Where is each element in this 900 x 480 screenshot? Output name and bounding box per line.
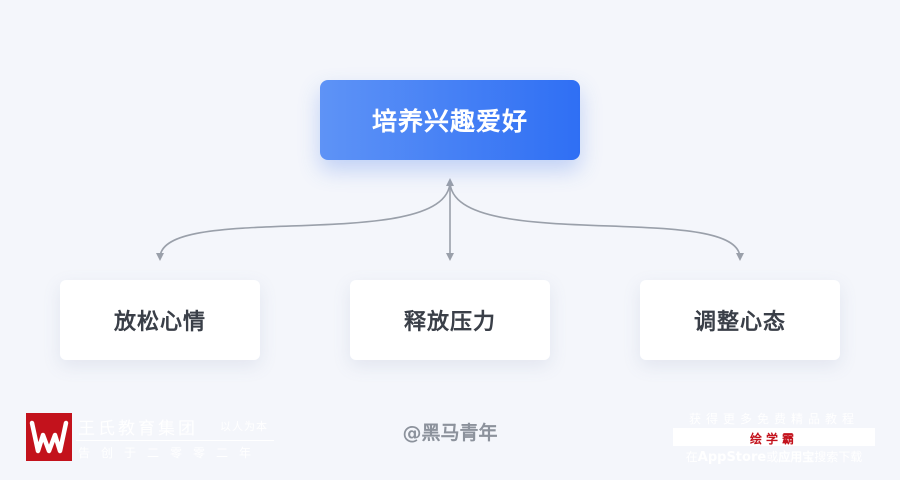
arrowhead-right bbox=[736, 253, 744, 261]
root-node: 培养兴趣爱好 bbox=[320, 80, 580, 160]
watermark-download-mid: 或 bbox=[766, 450, 779, 464]
child-node-adjust-mindset: 调整心态 bbox=[640, 280, 840, 360]
watermark-right: 获得更多免费精品教程 绘学霸 在AppStore或应用宝搜索下载 bbox=[673, 410, 875, 466]
watermark-promo-line: 获得更多免费精品教程 bbox=[688, 412, 859, 426]
arrowhead-root bbox=[446, 178, 454, 186]
child-node-relax: 放松心情 bbox=[60, 280, 260, 360]
watermark-download-suffix: 搜索下载 bbox=[814, 450, 863, 464]
watermark-motto: 以人为本 bbox=[220, 420, 268, 433]
watermark-org-name: 王氏教育集团 bbox=[78, 419, 198, 439]
brand-logo-icon bbox=[26, 413, 72, 461]
watermark-app-name: 应用宝 bbox=[778, 450, 815, 464]
connector-right bbox=[449, 180, 741, 259]
watermark-download-prefix: 在 bbox=[685, 450, 698, 464]
watermark-store-name: AppStore bbox=[697, 450, 767, 465]
child-node-label: 释放压力 bbox=[403, 310, 496, 335]
watermark-left: 王氏教育集团 以人为本 告创于二零零二年 bbox=[26, 413, 286, 463]
watermark-slogan: 告创于二零零二年 bbox=[78, 446, 263, 460]
watermark-download-line: 在AppStore或应用宝搜索下载 bbox=[673, 448, 875, 465]
child-node-label: 调整心态 bbox=[693, 310, 786, 335]
arrowhead-middle bbox=[446, 253, 454, 261]
connector-left bbox=[159, 180, 451, 259]
watermark-brand-bar: 绘学霸 bbox=[673, 428, 875, 446]
watermark-brand: 绘学霸 bbox=[749, 432, 798, 446]
root-node-label: 培养兴趣爱好 bbox=[371, 107, 528, 136]
child-node-label: 放松心情 bbox=[113, 310, 206, 335]
watermark-divider bbox=[76, 440, 274, 441]
author-credit: @黑马青年 bbox=[402, 422, 498, 444]
arrowhead-left bbox=[156, 253, 164, 261]
child-node-release-stress: 释放压力 bbox=[350, 280, 550, 360]
